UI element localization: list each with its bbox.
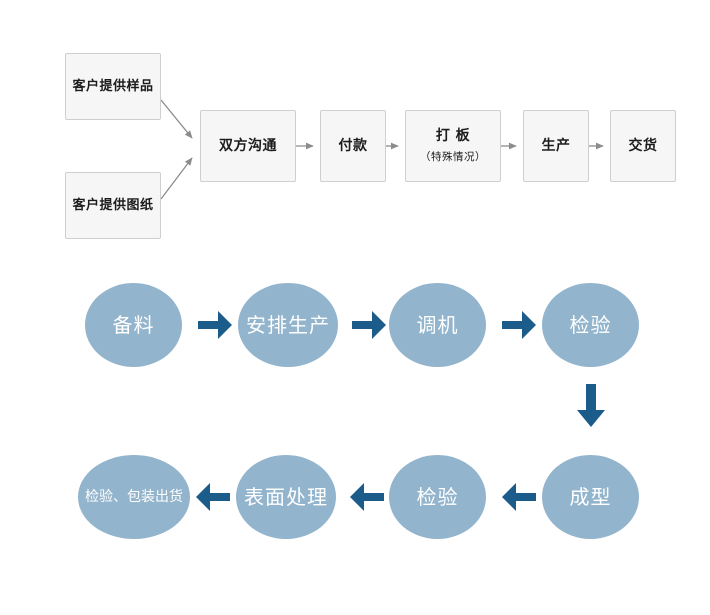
- arrow-right-1: [196, 305, 234, 345]
- ellipse-label: 表面处理: [244, 484, 328, 509]
- arrow-left-icon: [350, 483, 384, 511]
- box-label: 付款: [338, 137, 368, 154]
- arrow-right-icon: [198, 311, 232, 339]
- box-label: 打 板: [435, 128, 471, 145]
- connector-sample-to-communication: [160, 99, 193, 139]
- box-customer-provides-sample[interactable]: 客户提供样品: [65, 53, 161, 120]
- box-label: 双方沟通: [219, 137, 277, 154]
- ellipse-label: 检验、包装出货: [85, 488, 183, 505]
- ellipse-label: 检验: [416, 484, 459, 509]
- box-proofing[interactable]: 打 板 （特殊情况）: [405, 110, 501, 182]
- arrow-left-icon: [196, 483, 230, 511]
- box-customer-provides-drawing[interactable]: 客户提供图纸: [65, 172, 161, 239]
- box-sublabel: （特殊情况）: [420, 151, 486, 164]
- box-delivery[interactable]: 交货: [610, 110, 676, 182]
- ellipse-machine-setup[interactable]: 调机: [389, 283, 486, 367]
- box-label: 生产: [541, 137, 571, 154]
- box-mutual-communication[interactable]: 双方沟通: [200, 110, 296, 182]
- arrow-down-1: [572, 382, 610, 430]
- box-payment[interactable]: 付款: [320, 110, 386, 182]
- ellipse-arrange-production[interactable]: 安排生产: [238, 283, 338, 367]
- ellipse-inspection-second[interactable]: 检验: [389, 455, 486, 539]
- connector-drawing-to-communication: [160, 157, 193, 200]
- box-production[interactable]: 生产: [523, 110, 589, 182]
- ellipse-prepare-materials[interactable]: 备料: [85, 283, 182, 367]
- ellipse-label: 成型: [569, 484, 612, 509]
- ellipse-inspection-packing-shipping[interactable]: 检验、包装出货: [78, 455, 190, 539]
- arrow-right-icon: [352, 311, 386, 339]
- ellipse-surface-treatment[interactable]: 表面处理: [236, 455, 336, 539]
- ellipse-label: 检验: [569, 312, 612, 337]
- ellipse-label: 备料: [112, 312, 155, 337]
- arrow-down-icon: [577, 384, 605, 427]
- box-label: 客户提供样品: [72, 78, 154, 94]
- ellipse-label: 安排生产: [246, 312, 330, 337]
- arrow-left-3: [500, 477, 538, 517]
- arrow-right-2: [350, 305, 388, 345]
- box-label: 客户提供图纸: [72, 197, 154, 213]
- arrow-left-icon: [502, 483, 536, 511]
- arrow-right-3: [500, 305, 538, 345]
- arrow-left-2: [348, 477, 386, 517]
- ellipse-inspection-first[interactable]: 检验: [542, 283, 639, 367]
- box-label: 交货: [628, 137, 658, 154]
- arrow-left-1: [194, 477, 232, 517]
- arrow-right-icon: [502, 311, 536, 339]
- ellipse-forming[interactable]: 成型: [542, 455, 639, 539]
- ellipse-label: 调机: [416, 312, 459, 337]
